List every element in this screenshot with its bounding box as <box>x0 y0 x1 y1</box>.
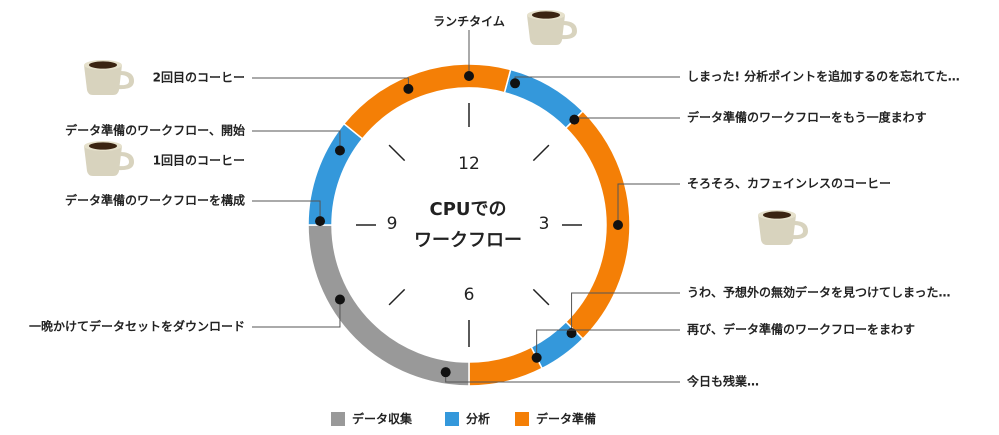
leader-line <box>252 299 341 328</box>
leader-line <box>252 130 341 151</box>
event-invalid-data: うわ、予想外の無効データを見つけてしまった… <box>566 285 951 339</box>
event-coffee2: 2回目のコーヒー <box>153 71 414 94</box>
event-dot <box>569 114 580 125</box>
event-prep-again-2: 再び、データ準備のワークフローをまわす <box>531 322 915 363</box>
clock-number-3: 3 <box>539 214 550 234</box>
event-decaf: そろそろ、カフェインレスのコーヒー <box>613 177 891 230</box>
event-dot <box>510 78 521 89</box>
legend-swatch-prep <box>515 412 529 426</box>
event-overtime: 今日も残業… <box>440 367 759 389</box>
coffee-cup-icon <box>758 210 808 245</box>
coffee-cup-icon <box>84 141 134 176</box>
clock-tick-7.5 <box>388 288 406 306</box>
coffee-cup-icon <box>84 60 134 95</box>
event-dot <box>566 328 577 339</box>
event-label: 1回目のコーヒー <box>153 154 245 168</box>
legend-swatch-collect <box>331 412 345 426</box>
event-label: 一晩かけてデータセットをダウンロード <box>29 319 245 334</box>
event-dot <box>531 352 542 363</box>
legend-label-collect: データ収集 <box>352 411 413 426</box>
legend-swatch-analysis <box>445 412 459 426</box>
event-dot <box>613 220 623 230</box>
event-dot <box>315 216 326 227</box>
ring-segment-prep-3 <box>468 346 544 387</box>
clock-tick-4.5 <box>532 288 550 306</box>
clock-tick-1.5 <box>532 144 550 162</box>
event-label: データ準備のワークフローを構成 <box>65 193 245 208</box>
clock-tick-10.5 <box>388 144 406 162</box>
event-lunch: ランチタイム <box>433 15 505 81</box>
event-label: うわ、予想外の無効データを見つけてしまった… <box>687 285 951 300</box>
event-dot <box>334 294 345 305</box>
legend: データ収集 分析 データ準備 <box>331 411 596 426</box>
event-prep-again-1: データ準備のワークフローをもう一度まわす <box>569 110 927 125</box>
event-label: ランチタイム <box>433 15 505 29</box>
event-label: そろそろ、カフェインレスのコーヒー <box>687 177 891 191</box>
event-dot <box>403 83 414 94</box>
event-label: データ準備のワークフローをもう一度まわす <box>687 110 927 125</box>
coffee-cup-icon <box>527 10 577 45</box>
legend-label-analysis: 分析 <box>466 411 490 426</box>
leader-line <box>571 292 680 334</box>
event-label: 今日も残業… <box>686 374 759 389</box>
event-label: しまった! 分析ポイントを追加するのを忘れてた… <box>687 69 960 84</box>
event-label: 2回目のコーヒー <box>153 71 245 85</box>
clock-number-6: 6 <box>464 285 475 305</box>
event-label: データ準備のワークフロー、開始 <box>65 123 245 138</box>
clock-ticks <box>356 103 582 347</box>
event-start: データ準備のワークフロー、開始 <box>65 123 345 156</box>
diagram-title-line-1: CPUでの <box>429 199 506 220</box>
diagram-title-line-2: ワークフロー <box>414 230 522 251</box>
event-dot <box>464 71 474 81</box>
leader-line <box>536 329 680 358</box>
event-download: 一晩かけてデータセットをダウンロード <box>29 294 345 334</box>
event-dot <box>440 367 451 378</box>
leader-line <box>617 183 680 225</box>
ring-segment-analysis-5 <box>307 122 364 226</box>
event-dot <box>334 145 345 156</box>
event-build: データ準備のワークフローを構成 <box>65 193 326 227</box>
clock-number-9: 9 <box>387 214 398 234</box>
clock-number-12: 12 <box>458 154 480 174</box>
legend-label-prep: データ準備 <box>536 411 596 426</box>
event-forgot-analysis: しまった! 分析ポイントを追加するのを忘れてた… <box>510 69 960 89</box>
event-label: 再び、データ準備のワークフローをまわす <box>687 322 915 337</box>
ring-segment-prep-6 <box>342 63 512 140</box>
event-coffee1: 1回目のコーヒー <box>153 154 245 168</box>
leader-line <box>252 200 321 222</box>
